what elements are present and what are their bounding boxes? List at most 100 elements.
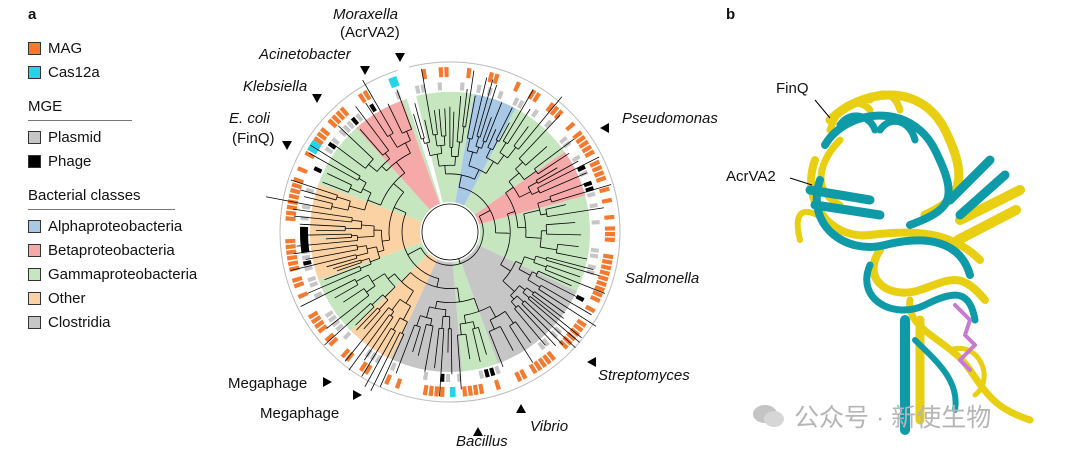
tree-stem xyxy=(407,247,421,256)
tree-node xyxy=(380,172,406,206)
label-pseudomonas: Pseudomonas xyxy=(622,110,718,127)
tree-leaf xyxy=(421,68,434,136)
mag-tick xyxy=(584,304,596,314)
tree-stem xyxy=(401,321,408,334)
label-megaphage-1: Megaphage xyxy=(228,375,308,392)
class-wedge xyxy=(452,260,498,372)
tree-node xyxy=(368,274,376,287)
mag-tick xyxy=(358,361,368,372)
mge-tick xyxy=(374,354,383,364)
tree-stem xyxy=(430,318,433,326)
mge-tick xyxy=(478,370,485,379)
tree-stem xyxy=(331,206,349,211)
mge-tick xyxy=(579,170,589,177)
class-wedge xyxy=(351,253,438,359)
legend-header-mge: MGE xyxy=(28,94,132,121)
tree-stem xyxy=(366,246,377,250)
tree-stem xyxy=(389,135,398,148)
label-arrow xyxy=(516,404,526,413)
mag-tick xyxy=(528,363,538,375)
mag-tick xyxy=(428,385,434,397)
tree-leaf xyxy=(265,196,332,210)
mag-swatch xyxy=(28,41,41,55)
tree-stem xyxy=(435,301,438,309)
tree-stem xyxy=(466,138,471,151)
wechat-icon xyxy=(753,405,784,427)
mag-tick xyxy=(576,318,587,328)
mge-tick xyxy=(309,281,319,288)
tree-branches xyxy=(265,68,612,397)
tree-stem xyxy=(492,140,498,150)
tree-leaf xyxy=(540,284,592,316)
tree-node xyxy=(509,321,516,327)
mge-tick xyxy=(541,337,550,347)
tree-leaf xyxy=(337,125,374,160)
tree-root-circle xyxy=(421,203,479,261)
legend-item-gamma: Gammaproteobacteria xyxy=(28,262,197,286)
mag-tick xyxy=(601,197,613,204)
clostridia-swatch xyxy=(28,315,41,329)
label-vibrio: Vibrio xyxy=(530,418,569,435)
class-wedge xyxy=(464,108,565,215)
tree-leaf xyxy=(302,233,352,236)
tree-leaf xyxy=(537,153,570,175)
tree-leaf xyxy=(355,106,390,151)
tree-leaf xyxy=(549,182,588,197)
tree-stem xyxy=(540,213,547,216)
mag-tick xyxy=(310,315,322,325)
legend-label: Other xyxy=(48,289,86,307)
tree-leaf xyxy=(396,89,413,130)
mge-tick xyxy=(328,314,337,323)
tree-stem xyxy=(532,271,538,275)
mag-tick xyxy=(438,67,444,78)
mag-tick xyxy=(319,127,331,137)
mag-tick xyxy=(492,73,500,85)
tree-node xyxy=(410,272,458,289)
mge-tick xyxy=(342,124,352,134)
mag-tick xyxy=(327,118,338,129)
tree-stem xyxy=(510,295,515,300)
tree-leaf xyxy=(359,128,384,156)
tree-leaf xyxy=(545,204,566,210)
tree-stem xyxy=(489,319,495,330)
mag-tick xyxy=(532,92,542,103)
tree-leaf xyxy=(517,305,557,347)
mag-tick xyxy=(384,374,392,385)
tree-leaf xyxy=(332,143,366,169)
mge-tick xyxy=(575,294,585,302)
tree-leaf xyxy=(457,335,462,390)
mge-tick xyxy=(553,326,563,335)
tree-stem xyxy=(378,299,389,310)
tree-stem xyxy=(426,142,431,156)
tree-stem xyxy=(459,323,462,335)
tree-leaf xyxy=(485,102,503,143)
tree-node xyxy=(420,216,484,266)
tree-node xyxy=(401,212,439,280)
label-ecoli: E. coli xyxy=(229,110,270,127)
mge-tick xyxy=(422,371,429,381)
tree-node xyxy=(505,192,519,228)
tree-stem xyxy=(392,317,401,330)
tree-leaf xyxy=(355,306,375,326)
mge-tick xyxy=(307,275,317,283)
tree-leaf xyxy=(450,328,453,375)
tree-leaf xyxy=(465,70,475,127)
tree-leaf xyxy=(424,119,431,143)
tree-stem xyxy=(500,264,511,272)
mag-tick xyxy=(335,110,346,121)
mag-tick xyxy=(593,170,605,178)
tree-leaf xyxy=(535,275,577,297)
mge-tick xyxy=(483,368,490,378)
mge-tick xyxy=(543,119,553,129)
mge-tick xyxy=(459,82,465,91)
tree-stem xyxy=(533,262,547,268)
mag-tick xyxy=(565,121,576,132)
legend-item-beta: Betaproteobacteria xyxy=(28,238,197,262)
tree-leaf xyxy=(439,328,445,397)
tree-node xyxy=(544,265,548,270)
tree-stem xyxy=(525,236,542,239)
tree-stem xyxy=(519,191,531,198)
tree-stem xyxy=(515,261,522,265)
tree-stem xyxy=(458,258,461,264)
tree-stem xyxy=(540,246,557,251)
